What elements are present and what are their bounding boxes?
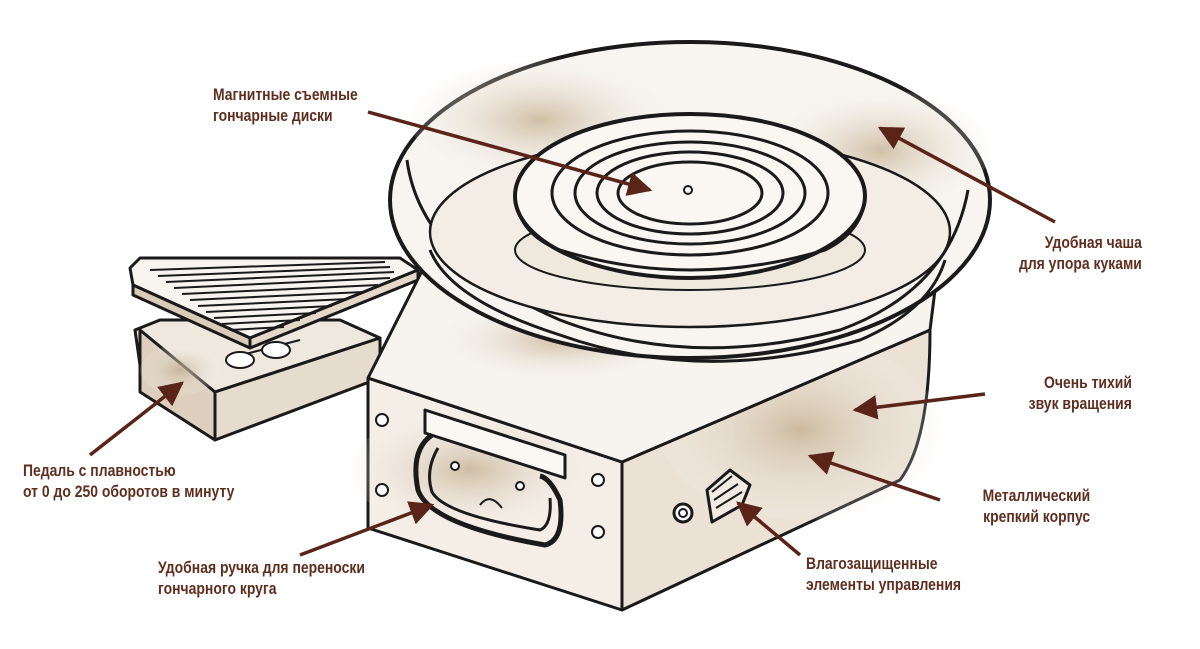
carry-handle [413,408,567,548]
foot-pedal [128,256,420,442]
label-controls: Влагозащищенные элементы управления [806,554,962,594]
arrow-quiet [852,392,986,420]
callout-arrows [88,110,1056,557]
arrow-body [807,451,941,502]
arrow-controls [736,501,802,557]
magnetic-disc [513,112,867,280]
arrow-pedal [88,381,184,457]
label-body: Металлический крепкий корпус [982,486,1090,526]
label-quiet: Очень тихий звук вращения [1028,373,1132,413]
label-handle: Удобная ручка для переноски гончарного к… [158,558,365,598]
arrow-discs [367,110,653,196]
arrow-bowl [877,126,1056,224]
control-knob [672,468,752,524]
label-discs: Магнитные съемные гончарные диски [213,85,358,125]
label-pedal: Педаль с плавностью от 0 до 250 оборотов… [23,461,235,501]
label-bowl: Удобная чаша для упора куками [1019,233,1142,273]
arrow-handle [299,501,435,557]
